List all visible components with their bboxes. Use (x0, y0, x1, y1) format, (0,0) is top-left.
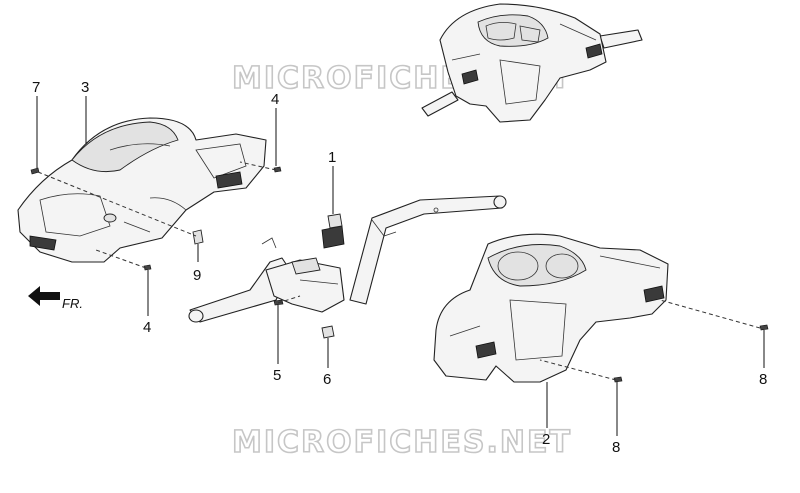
front-direction-indicator: FR. (28, 286, 83, 311)
callout-2: 2 (542, 431, 550, 448)
rear-handlebar-cover-part-2 (433, 233, 669, 383)
callout-8-bottom: 8 (612, 439, 620, 456)
assembly-lines (37, 161, 761, 381)
front-handlebar-cover-part-3 (17, 117, 267, 263)
fasteners (30, 166, 769, 383)
watermark-bottom: MICROFICHES.NET (232, 425, 572, 460)
direction-label: FR. (62, 296, 83, 311)
clip-part-1 (321, 213, 345, 249)
callout-7: 7 (32, 79, 40, 96)
callout-3: 3 (81, 79, 89, 96)
leader-lines (36, 96, 765, 436)
handlebar-tube (188, 195, 507, 323)
callout-8-right: 8 (759, 371, 767, 388)
callout-4-left: 4 (143, 319, 151, 336)
callout-numbers: 7 3 4 1 9 4 5 6 2 8 8 (32, 79, 767, 456)
front-arrow-icon (28, 286, 60, 306)
callout-9: 9 (193, 267, 201, 284)
assembled-handlebar-view (421, 3, 643, 123)
callout-5: 5 (273, 367, 281, 384)
callout-6: 6 (323, 371, 331, 388)
callout-4-top: 4 (271, 91, 279, 108)
callout-1: 1 (328, 149, 336, 166)
